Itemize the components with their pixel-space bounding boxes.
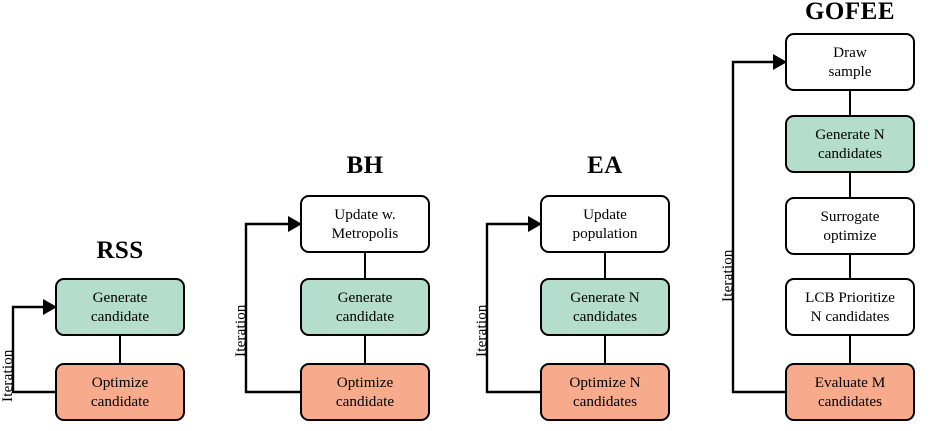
box-label: Update w. Metropolis (331, 206, 399, 242)
box-rss-optimize: Optimize candidate (55, 363, 185, 421)
column-title-bh: BH (346, 152, 384, 179)
column-title-ea: EA (587, 152, 623, 179)
box-rss-generate: Generate candidate (55, 278, 185, 336)
connector-bh-1 (363, 253, 367, 278)
box-gofee-surrogate: Surrogate optimize (785, 197, 915, 255)
box-label: Generate N candidates (570, 289, 640, 325)
column-title-gofee: GOFEE (804, 0, 895, 25)
box-label: Evaluate M candidates (814, 374, 886, 410)
box-gofee-draw: Draw sample (785, 33, 915, 91)
loop-label-ea: Iteration (474, 304, 490, 357)
box-label: Optimize candidate (90, 374, 150, 410)
box-bh-generate: Generate candidate (300, 278, 430, 336)
connector-bh-2 (363, 336, 367, 363)
connector-ea-2 (603, 336, 607, 363)
box-gofee-lcb: LCB Prioritize N candidates (785, 278, 915, 336)
box-ea-optimize: Optimize N candidates (540, 363, 670, 421)
box-label: Optimize N candidates (569, 374, 641, 410)
connector-gofee-2 (848, 173, 852, 197)
box-label: Optimize candidate (335, 374, 395, 410)
box-ea-generate: Generate N candidates (540, 278, 670, 336)
connector-rss-1 (118, 336, 122, 363)
box-label: Draw sample (828, 44, 872, 80)
box-label: Update population (572, 206, 638, 242)
loop-label-bh: Iteration (233, 304, 249, 357)
loop-label-gofee: Iteration (720, 249, 736, 302)
box-label: Generate N candidates (815, 126, 885, 162)
column-title-rss: RSS (96, 237, 144, 264)
connector-gofee-4 (848, 336, 852, 363)
loop-label-rss: Iteration (0, 349, 16, 402)
connector-ea-1 (603, 253, 607, 278)
box-bh-update: Update w. Metropolis (300, 195, 430, 253)
box-label: Surrogate optimize (820, 208, 880, 244)
box-gofee-generate: Generate N candidates (785, 115, 915, 173)
connector-gofee-3 (848, 255, 852, 278)
box-ea-update: Update population (540, 195, 670, 253)
box-gofee-evaluate: Evaluate M candidates (785, 363, 915, 421)
box-label: LCB Prioritize N candidates (805, 289, 895, 325)
box-label: Generate candidate (335, 289, 395, 325)
box-label: Generate candidate (90, 289, 150, 325)
box-bh-optimize: Optimize candidate (300, 363, 430, 421)
connector-gofee-1 (848, 91, 852, 115)
